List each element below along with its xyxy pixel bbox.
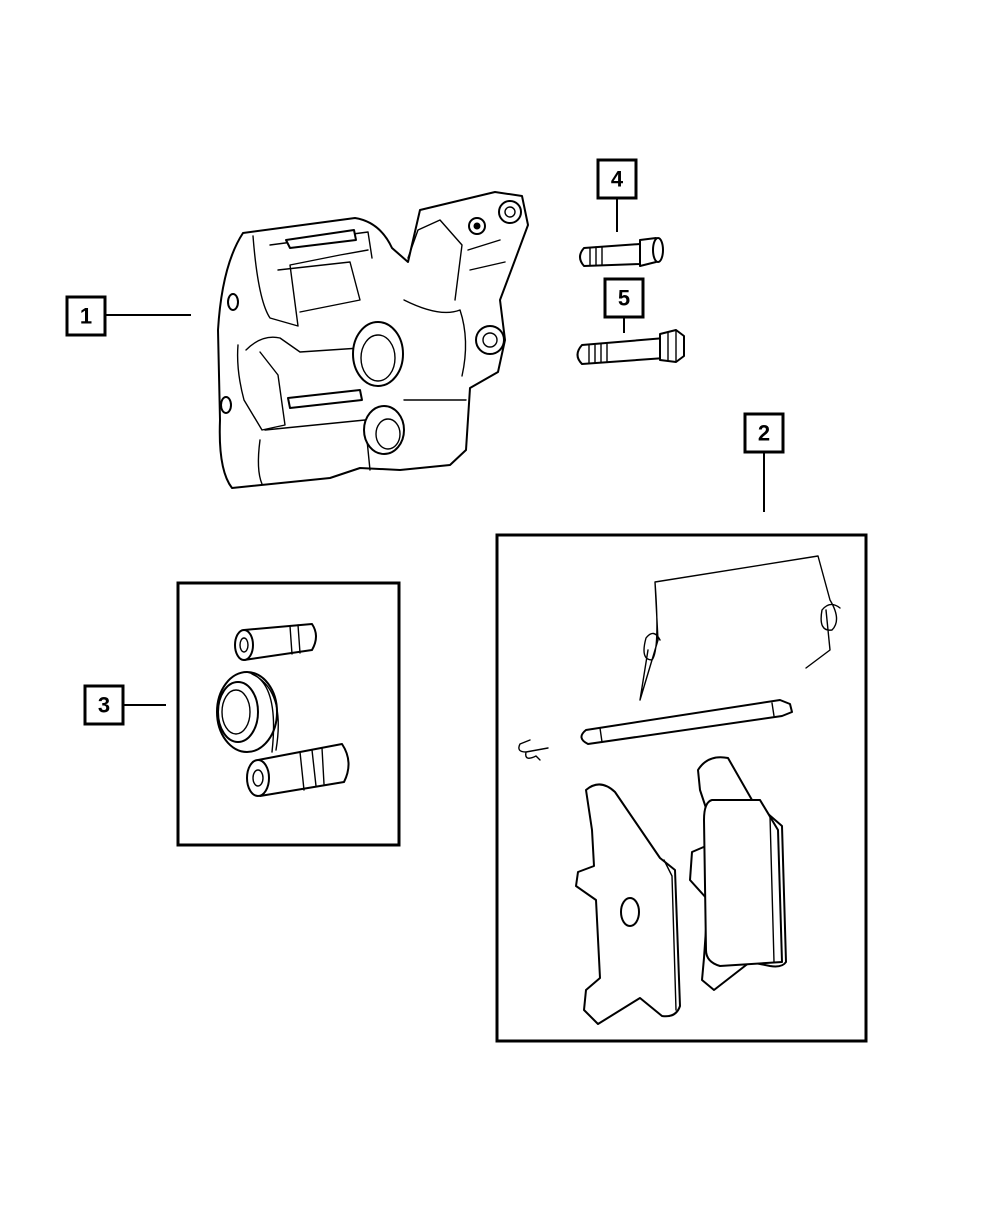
callout-3-label: 3 — [98, 693, 110, 718]
seal-boot-icon — [216, 671, 279, 753]
bolt-short-icon[interactable] — [579, 237, 664, 267]
callout-4-label: 4 — [611, 167, 624, 192]
callout-2-label: 2 — [758, 421, 770, 446]
spring-clip-icon — [639, 555, 841, 701]
guide-pin-kit-frame — [176, 581, 401, 847]
caliper-icon[interactable] — [217, 191, 529, 489]
guide-pin-long-icon — [246, 743, 350, 797]
pad-kit-frame — [495, 533, 868, 1043]
callout-1[interactable]: 1 — [65, 295, 107, 337]
r-clip-icon — [518, 739, 549, 761]
callout-5[interactable]: 5 — [603, 277, 645, 319]
callout-5-label: 5 — [618, 286, 630, 311]
guide-pin-kit-icon[interactable] — [216, 623, 350, 797]
brake-pad-kit-icon[interactable] — [518, 555, 841, 1025]
callout-4[interactable]: 4 — [596, 158, 638, 200]
bolt-long-icon[interactable] — [576, 329, 685, 365]
callout-1-label: 1 — [80, 304, 92, 329]
callout-3[interactable]: 3 — [83, 684, 125, 726]
pad-pin-icon — [580, 699, 793, 745]
callout-2[interactable]: 2 — [743, 412, 785, 454]
guide-pin-short-icon — [234, 623, 317, 661]
